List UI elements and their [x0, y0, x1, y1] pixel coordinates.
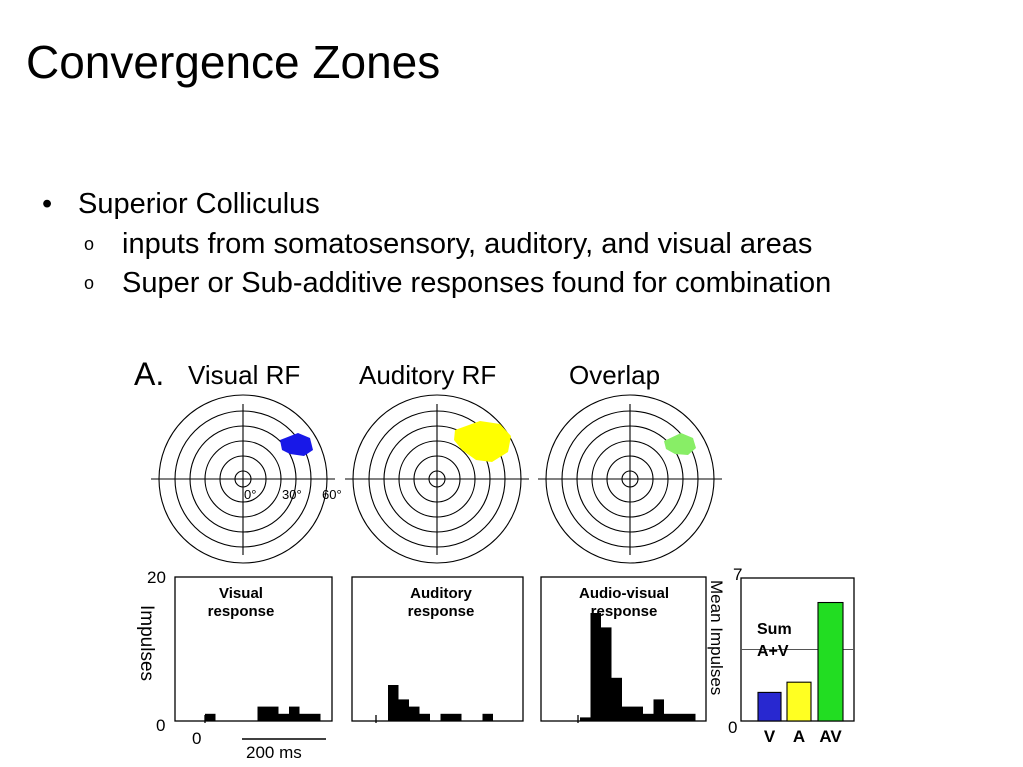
- rf-field: [280, 433, 313, 456]
- mean-bar-label: A: [793, 727, 805, 746]
- histogram-bar: [409, 706, 420, 721]
- histogram-ymax-label: 20: [147, 568, 166, 587]
- histogram-bar: [398, 699, 409, 721]
- histogram-bar: [440, 713, 451, 721]
- sub-bullet-symbol: o: [84, 234, 95, 254]
- panel-label: A.: [134, 356, 164, 392]
- histogram-bar: [611, 677, 622, 721]
- rf-target: [151, 394, 335, 564]
- histogram-bar: [310, 713, 321, 721]
- mean-bar-label: AV: [819, 727, 842, 746]
- receptive-field-maps: [151, 394, 722, 564]
- mean-ymax-label: 7: [733, 565, 742, 584]
- sub-bullet-text: Super or Sub-additive responses found fo…: [122, 267, 832, 299]
- histogram-bar: [278, 713, 289, 721]
- hist-title-av-2: response: [591, 603, 658, 620]
- hist-title-auditory-2: response: [408, 603, 475, 620]
- rf-target: [538, 394, 722, 564]
- histogram-bar: [289, 706, 300, 721]
- histogram-bar: [299, 713, 310, 721]
- histogram-bar: [590, 613, 601, 721]
- mean-bar-av: [817, 601, 844, 722]
- mean-ylabel: Mean Impulses: [707, 580, 726, 695]
- histogram-ymin-label: 0: [156, 716, 165, 735]
- degree-label-60: 60°: [322, 487, 342, 502]
- histogram-bar: [685, 713, 696, 721]
- sum-label-2: A+V: [757, 643, 789, 660]
- histogram-bar: [205, 713, 216, 721]
- degree-label-0: 0°: [244, 487, 256, 502]
- rf-target: [345, 394, 529, 564]
- scale-bar-label: 200 ms: [246, 743, 302, 762]
- histogram-bar: [419, 713, 430, 721]
- histogram-bar: [451, 713, 462, 721]
- histogram-bar: [674, 713, 685, 721]
- histogram-bar: [643, 713, 654, 721]
- histogram-panels: [174, 576, 707, 723]
- sub-bullet-symbol: o: [84, 273, 95, 293]
- mean-bar-label: V: [764, 727, 776, 746]
- mean-bar-v: [757, 691, 782, 722]
- bullet-item: • Superior Colliculus: [42, 185, 320, 223]
- sum-label-1: Sum: [757, 621, 792, 638]
- hist-title-auditory-1: Auditory: [410, 585, 472, 602]
- histogram-bar: [622, 706, 633, 721]
- degree-label-30: 30°: [282, 487, 302, 502]
- histogram-bar: [580, 717, 591, 721]
- histogram-bar: [257, 706, 268, 721]
- histogram-frame: [174, 576, 333, 722]
- histogram-bar: [268, 706, 279, 721]
- histogram-bar: [664, 713, 675, 721]
- bullet-text: Superior Colliculus: [78, 188, 320, 220]
- hist-title-visual-2: response: [208, 603, 275, 620]
- rf-title-auditory: Auditory RF: [359, 360, 496, 390]
- histogram-bar: [482, 713, 493, 721]
- rf-field: [454, 421, 511, 462]
- hist-title-visual-1: Visual: [219, 585, 263, 602]
- bullet-symbol: •: [42, 188, 53, 220]
- sub-bullet-item: o inputs from somatosensory, auditory, an…: [84, 225, 812, 263]
- histogram-xzero-label: 0: [192, 729, 201, 748]
- histogram-frame: [351, 576, 524, 722]
- histogram-bar: [601, 627, 612, 721]
- mean-bar-a: [786, 681, 812, 722]
- rf-field: [664, 433, 696, 455]
- sub-bullet-text: inputs from somatosensory, auditory, and…: [122, 228, 813, 260]
- rf-title-overlap: Overlap: [569, 360, 660, 390]
- slide-title: Convergence Zones: [26, 36, 441, 88]
- sub-bullet-item: o Super or Sub-additive responses found f…: [84, 264, 831, 302]
- histogram-bar: [632, 706, 643, 721]
- mean-ymin-label: 0: [728, 718, 737, 737]
- histogram-bar: [388, 685, 399, 721]
- histogram-ylabel: Impulses: [136, 605, 157, 681]
- histogram-bar: [653, 699, 664, 721]
- hist-title-av-1: Audio-visual: [579, 585, 669, 602]
- rf-title-visual: Visual RF: [188, 360, 300, 390]
